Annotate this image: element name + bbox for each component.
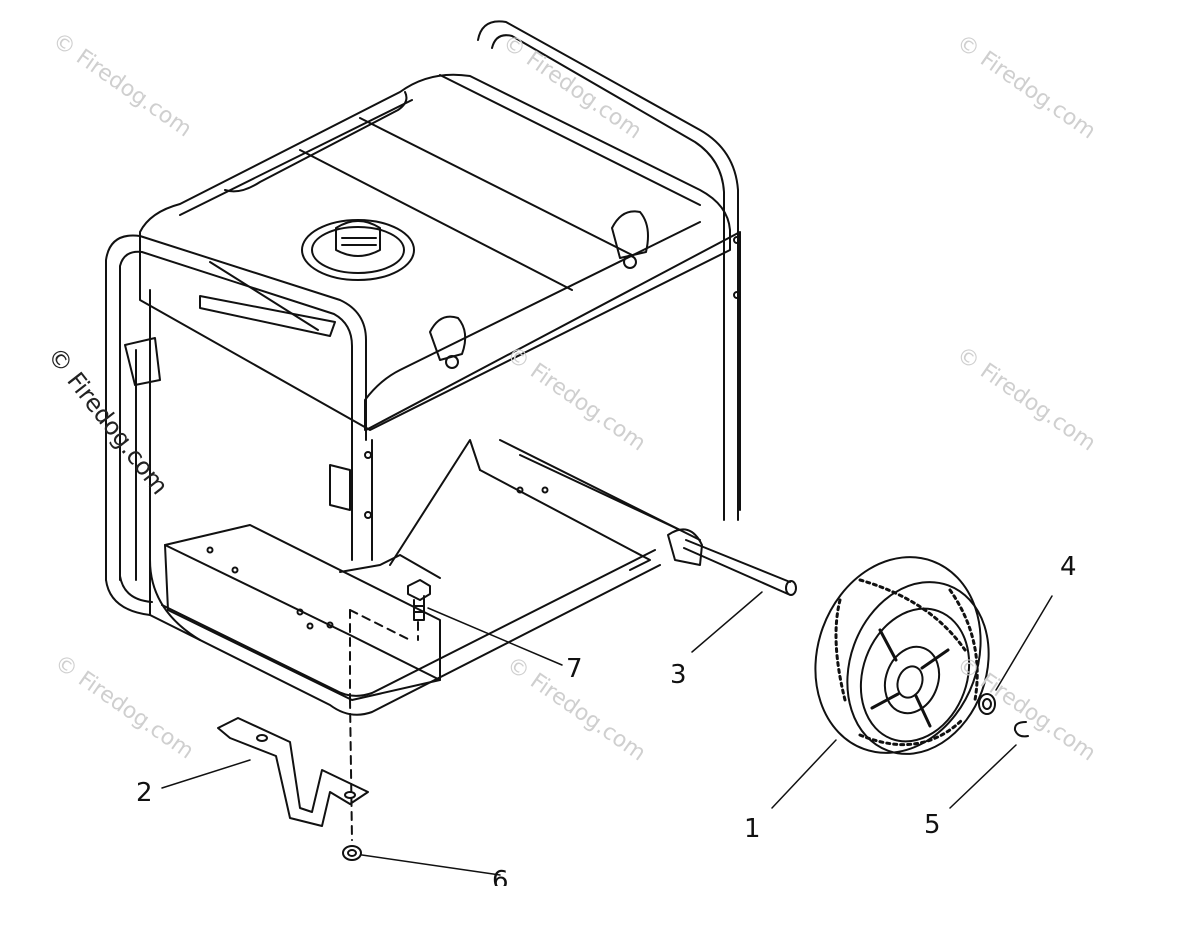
- label-part-7: 7: [566, 654, 583, 684]
- axle: [667, 528, 797, 596]
- label-part-5: 5: [924, 810, 941, 840]
- label-part-6: 6: [492, 866, 509, 886]
- label-part-4: 4: [1060, 552, 1077, 582]
- washer-and-clip: [978, 693, 1029, 738]
- bracket: [217, 717, 369, 827]
- label-part-1: 1: [744, 814, 761, 844]
- hidden-lines: [349, 609, 419, 841]
- base-plate: [164, 439, 701, 701]
- wheel: [814, 556, 990, 755]
- frame-rear: [477, 20, 739, 521]
- label-part-3: 3: [670, 660, 687, 690]
- side-panel: [124, 231, 741, 579]
- leader-lines: [161, 591, 1053, 876]
- fuel-tank: [139, 73, 731, 431]
- label-part-2: 2: [136, 778, 153, 808]
- nut-and-bolt: [342, 579, 431, 861]
- frame-front: [105, 234, 661, 716]
